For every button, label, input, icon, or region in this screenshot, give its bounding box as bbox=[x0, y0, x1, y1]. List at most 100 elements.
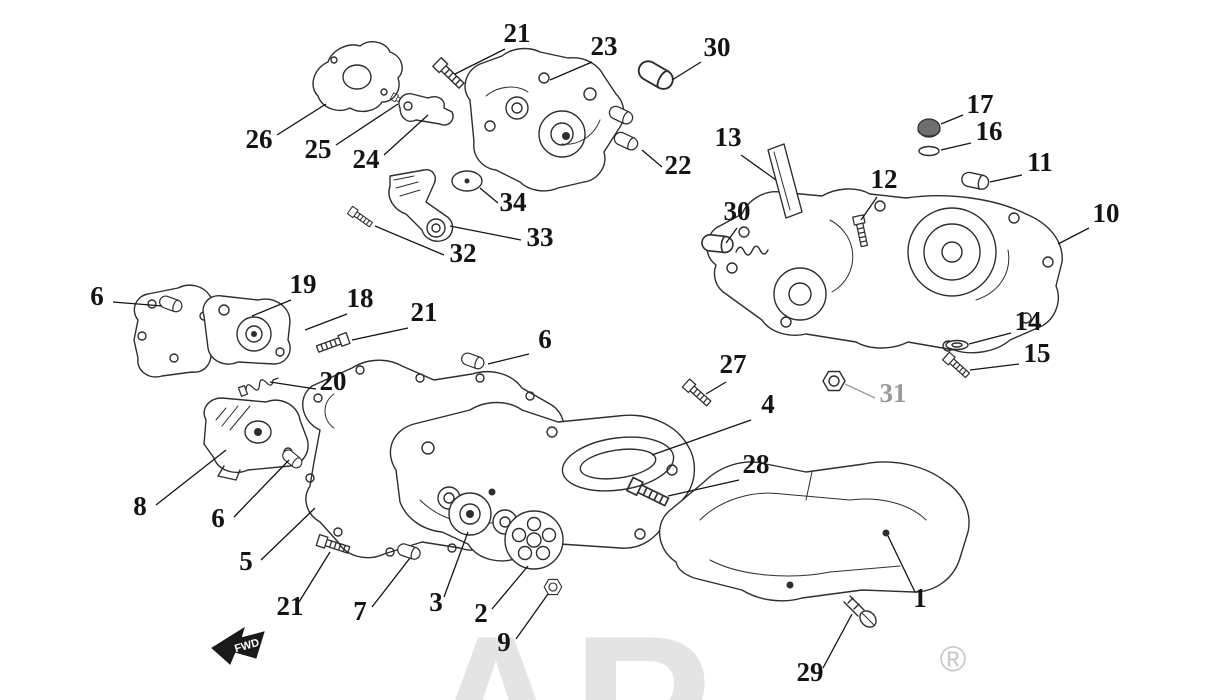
leader-line-11 bbox=[989, 174, 1023, 183]
leader-line-21 bbox=[454, 48, 506, 75]
callout-27: 27 bbox=[720, 349, 747, 379]
callout-17: 17 bbox=[967, 89, 994, 119]
part-21-bolt-top bbox=[432, 56, 467, 91]
leader-line-14 bbox=[968, 332, 1012, 345]
leader-line-33 bbox=[449, 225, 522, 241]
callout-24: 24 bbox=[353, 144, 380, 174]
callout-18: 18 bbox=[347, 283, 374, 313]
part-16-oring bbox=[918, 145, 940, 157]
part-15-bolt bbox=[941, 351, 972, 380]
part-2-impeller bbox=[492, 509, 564, 570]
callout-4: 4 bbox=[761, 389, 775, 419]
leader-line-23 bbox=[549, 61, 593, 81]
callout-6: 6 bbox=[211, 503, 225, 533]
fwd-arrow: FWD bbox=[211, 626, 265, 665]
leader-line-5 bbox=[260, 507, 316, 561]
part-6-dowel-center bbox=[459, 350, 487, 372]
part-34-plate bbox=[451, 170, 483, 192]
callout-7: 7 bbox=[353, 596, 367, 626]
leader-line-6 bbox=[487, 353, 530, 365]
part-23-pump-assembly bbox=[464, 47, 625, 192]
leader-line-21 bbox=[351, 327, 409, 341]
part-10-crankcase-right bbox=[706, 188, 1063, 354]
callout-20: 20 bbox=[320, 366, 347, 396]
callout-3: 3 bbox=[429, 587, 443, 617]
leader-line-8 bbox=[155, 449, 227, 506]
part-29-screw bbox=[843, 595, 877, 628]
leader-line-24 bbox=[383, 114, 429, 156]
leader-line-17 bbox=[940, 114, 964, 125]
callout-23: 23 bbox=[591, 31, 618, 61]
part-24-lever bbox=[398, 93, 454, 126]
leader-line-34 bbox=[479, 187, 499, 204]
callout-16: 16 bbox=[976, 116, 1003, 146]
part-3-water-pump bbox=[437, 486, 496, 536]
callout-19: 19 bbox=[290, 269, 317, 299]
callout-6: 6 bbox=[538, 324, 552, 354]
callout-34: 34 bbox=[500, 187, 527, 217]
callout-22: 22 bbox=[665, 150, 692, 180]
part-30-plunger-right bbox=[700, 233, 769, 256]
callout-6: 6 bbox=[90, 281, 104, 311]
leader-line-21 bbox=[298, 551, 331, 603]
callout-32: 32 bbox=[450, 238, 477, 268]
leader-line-19 bbox=[251, 299, 292, 317]
callout-29: 29 bbox=[797, 657, 824, 687]
leader-line-31 bbox=[844, 383, 876, 399]
part-1-belt-cover bbox=[658, 461, 970, 602]
callout-9: 9 bbox=[497, 627, 511, 657]
callout-30: 30 bbox=[724, 196, 751, 226]
leader-line-9 bbox=[515, 593, 549, 640]
callout-11: 11 bbox=[1027, 147, 1053, 177]
callout-2: 2 bbox=[474, 598, 488, 628]
part-18-pump-body bbox=[202, 295, 291, 365]
part-9-nut bbox=[543, 578, 563, 596]
part-26-gasket bbox=[312, 41, 403, 113]
leader-line-2 bbox=[491, 565, 529, 610]
callout-21: 21 bbox=[504, 18, 531, 48]
leader-line-26 bbox=[276, 103, 327, 136]
part-21-bolt-left bbox=[315, 331, 351, 356]
part-31-nut bbox=[822, 370, 846, 392]
callout-12: 12 bbox=[871, 164, 898, 194]
leader-line-1 bbox=[887, 535, 916, 593]
callout-15: 15 bbox=[1024, 338, 1051, 368]
leader-line-29 bbox=[822, 613, 853, 669]
part-30-plunger-top bbox=[634, 56, 678, 94]
registered-mark: ® bbox=[940, 638, 967, 679]
part-32-bolt bbox=[346, 205, 374, 229]
callout-14: 14 bbox=[1015, 306, 1042, 336]
callout-31: 31 bbox=[880, 378, 907, 408]
leader-line-32 bbox=[374, 225, 445, 256]
watermark-text: AP bbox=[420, 592, 712, 700]
leader-line-4 bbox=[651, 419, 752, 456]
part-33-bracket bbox=[388, 169, 454, 242]
part-13-strip bbox=[767, 143, 803, 219]
leader-line-20 bbox=[269, 381, 317, 390]
leader-line-28 bbox=[667, 479, 740, 497]
leader-line-10 bbox=[1057, 227, 1090, 245]
callout-30: 30 bbox=[704, 32, 731, 62]
leader-line-30 bbox=[725, 227, 738, 244]
leader-line-7 bbox=[371, 557, 411, 608]
leader-line-27 bbox=[705, 381, 727, 395]
callout-21: 21 bbox=[411, 297, 438, 327]
part-7-pin bbox=[395, 541, 423, 562]
leader-line-13 bbox=[740, 154, 777, 181]
callout-13: 13 bbox=[715, 122, 742, 152]
callout-25: 25 bbox=[305, 134, 332, 164]
leader-line-12 bbox=[860, 196, 878, 221]
leader-line-6 bbox=[233, 459, 290, 518]
leader-line-3 bbox=[443, 531, 469, 598]
callout-21: 21 bbox=[277, 591, 304, 621]
callout-28: 28 bbox=[743, 449, 770, 479]
part-20-spring-bolt bbox=[237, 373, 281, 397]
callout-5: 5 bbox=[239, 546, 253, 576]
part-17-cap bbox=[917, 118, 941, 138]
callout-10: 10 bbox=[1093, 198, 1120, 228]
leader-line-25 bbox=[335, 103, 399, 146]
callout-33: 33 bbox=[527, 222, 554, 252]
